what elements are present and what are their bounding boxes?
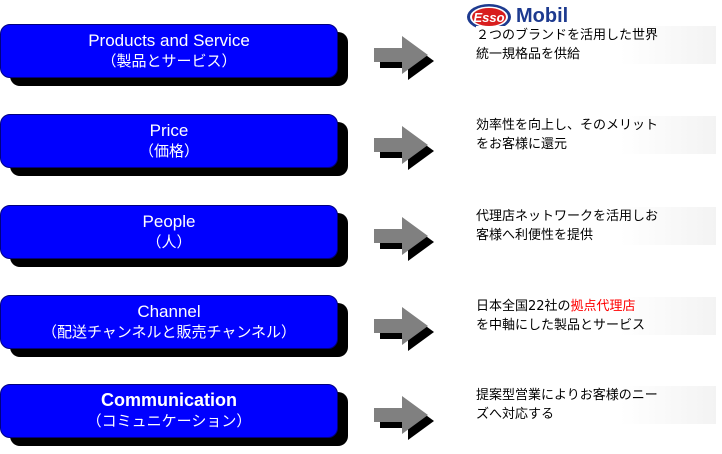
category-title: Channel — [137, 302, 201, 321]
category-box-products: Products and Service （製品とサービス） — [0, 24, 338, 78]
description: 日本全国22社の拠点代理店 を中軸にした製品とサービス — [476, 297, 716, 335]
category-subtitle: （価格） — [138, 142, 199, 160]
row-products: Products and Service （製品とサービス） ２つのブランドを活… — [0, 24, 722, 94]
description: 提案型営業によりお客様のニー ズへ対応する — [476, 386, 716, 424]
category-box-people: People （人） — [0, 205, 338, 259]
row-communication: Communication （コミュニケーション） 提案型営業によりお客様のニー… — [0, 384, 722, 454]
category-box-price: Price （価格） — [0, 114, 338, 168]
row-price: Price （価格） 効率性を向上し、そのメリット をお客様に還元 — [0, 114, 722, 184]
category-box-channel: Channel （配送チャンネルと販売チャンネル） — [0, 295, 338, 349]
category-subtitle: （製品とサービス） — [101, 52, 237, 70]
right-arrow-icon — [374, 307, 434, 351]
mobil-logo: Mobil — [516, 5, 569, 27]
row-people: People （人） 代理店ネットワークを活用しお 客様へ利便性を提供 — [0, 205, 722, 275]
category-title: Price — [149, 121, 189, 140]
right-arrow-icon — [374, 396, 434, 440]
right-arrow-icon — [374, 36, 434, 80]
category-box-communication: Communication （コミュニケーション） — [0, 384, 338, 438]
category-title: Communication — [100, 390, 237, 410]
esso-mobil-logo: Esso Mobil — [466, 3, 576, 31]
esso-logo-icon: Esso — [467, 4, 511, 30]
category-subtitle: （人） — [146, 233, 192, 251]
right-arrow-icon — [374, 217, 434, 261]
category-title: Products and Service — [88, 31, 250, 50]
svg-text:Esso: Esso — [473, 10, 504, 25]
right-arrow-icon — [374, 126, 434, 170]
description: 効率性を向上し、そのメリット をお客様に還元 — [476, 116, 716, 154]
description: 代理店ネットワークを活用しお 客様へ利便性を提供 — [476, 207, 716, 245]
category-title: People — [142, 212, 196, 231]
description: ２つのブランドを活用した世界 統一規格品を供給 — [476, 26, 716, 64]
row-channel: Channel （配送チャンネルと販売チャンネル） 日本全国22社の拠点代理店 … — [0, 295, 722, 365]
category-subtitle: （配送チャンネルと販売チャンネル） — [41, 323, 297, 341]
highlight-text: 拠点代理店 — [570, 299, 636, 314]
category-subtitle: （コミュニケーション） — [86, 412, 252, 430]
